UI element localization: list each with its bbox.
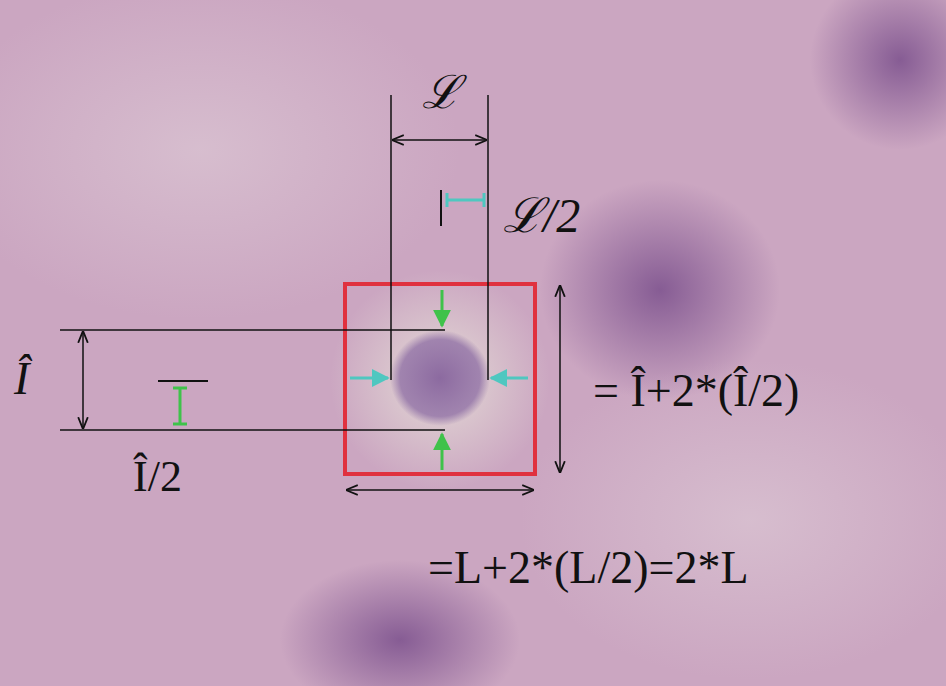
bounding-box (345, 284, 535, 474)
half-height-sample (158, 381, 208, 424)
cell-nucleus (390, 330, 490, 426)
half-height-label: Î/2 (133, 455, 182, 499)
half-width-sample (441, 190, 484, 226)
width-formula: =L+2*(L/2)=2*L (428, 545, 749, 591)
height-formula: = Î+2*(Î/2) (593, 368, 799, 414)
margin-arrows (350, 290, 528, 470)
half-width-label: ℒ/2 (503, 192, 580, 240)
height-symbol: Î (14, 356, 29, 402)
dimension-lines (60, 95, 560, 490)
width-symbol: ℒ (422, 70, 460, 116)
